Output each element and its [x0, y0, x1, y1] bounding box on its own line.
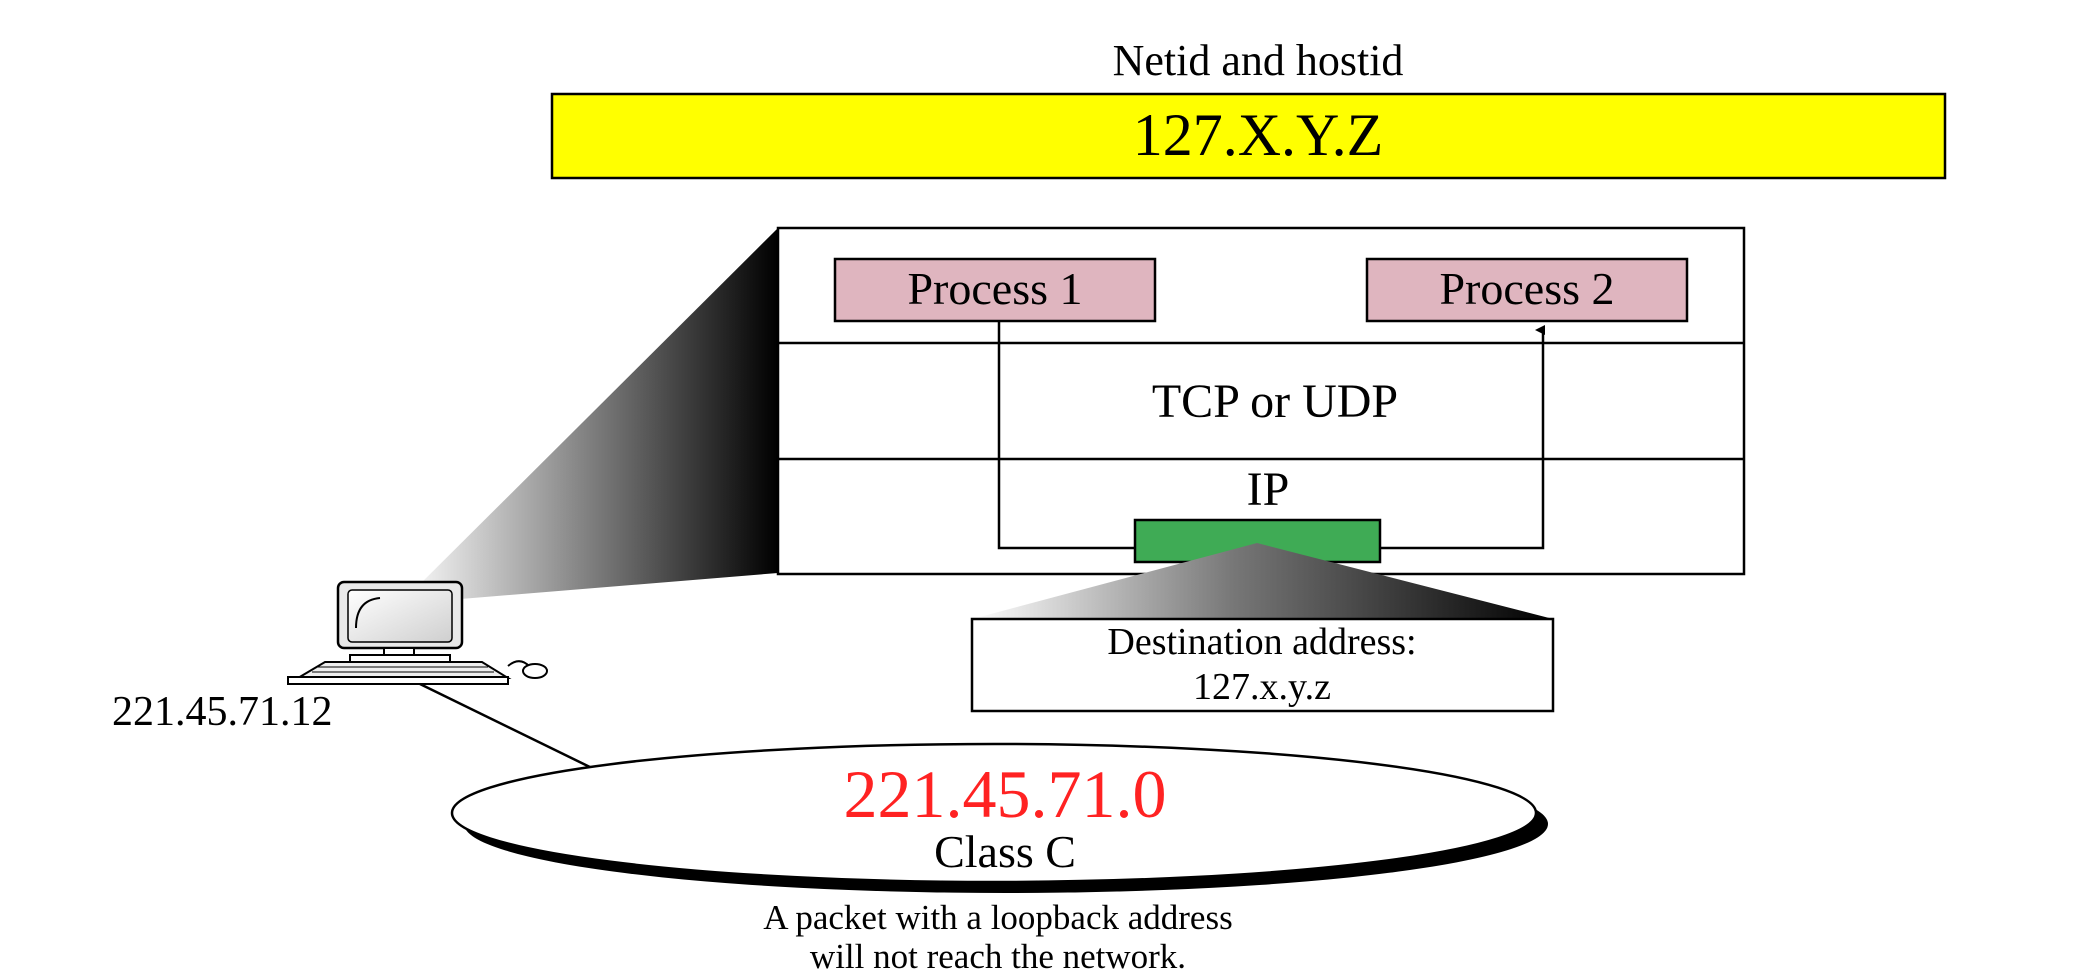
process-2-box: [1365, 257, 1689, 323]
computer-icon: [287, 580, 548, 685]
network-address: 221.45.71.0: [844, 756, 1167, 832]
network-class: Class C: [934, 826, 1076, 877]
caption-line-2: will not reach the network.: [810, 937, 1186, 976]
header-address-box: [550, 92, 1947, 180]
packet-zoom-beam: [972, 543, 1553, 619]
transport-layer-label: TCP or UDP: [1152, 375, 1398, 428]
network-ellipse: [450, 742, 1538, 884]
zoom-beam: [400, 228, 778, 604]
header-address: 127.X.Y.Z: [1133, 102, 1384, 168]
process-1-label: Process 1: [907, 263, 1082, 314]
destination-address-label: Destination address:: [1107, 621, 1416, 663]
process-1-box: [833, 257, 1157, 323]
computer-address: 221.45.71.12: [112, 689, 333, 735]
process-2-label: Process 2: [1439, 263, 1614, 314]
network-layer-label: IP: [1247, 463, 1290, 516]
header-label: Netid and hostid: [1113, 36, 1404, 85]
destination-address-value: 127.x.y.z: [1193, 666, 1331, 708]
network-link: [419, 682, 597, 772]
destination-address-box: [970, 617, 1555, 713]
caption-line-1: A packet with a loopback address: [763, 898, 1232, 937]
